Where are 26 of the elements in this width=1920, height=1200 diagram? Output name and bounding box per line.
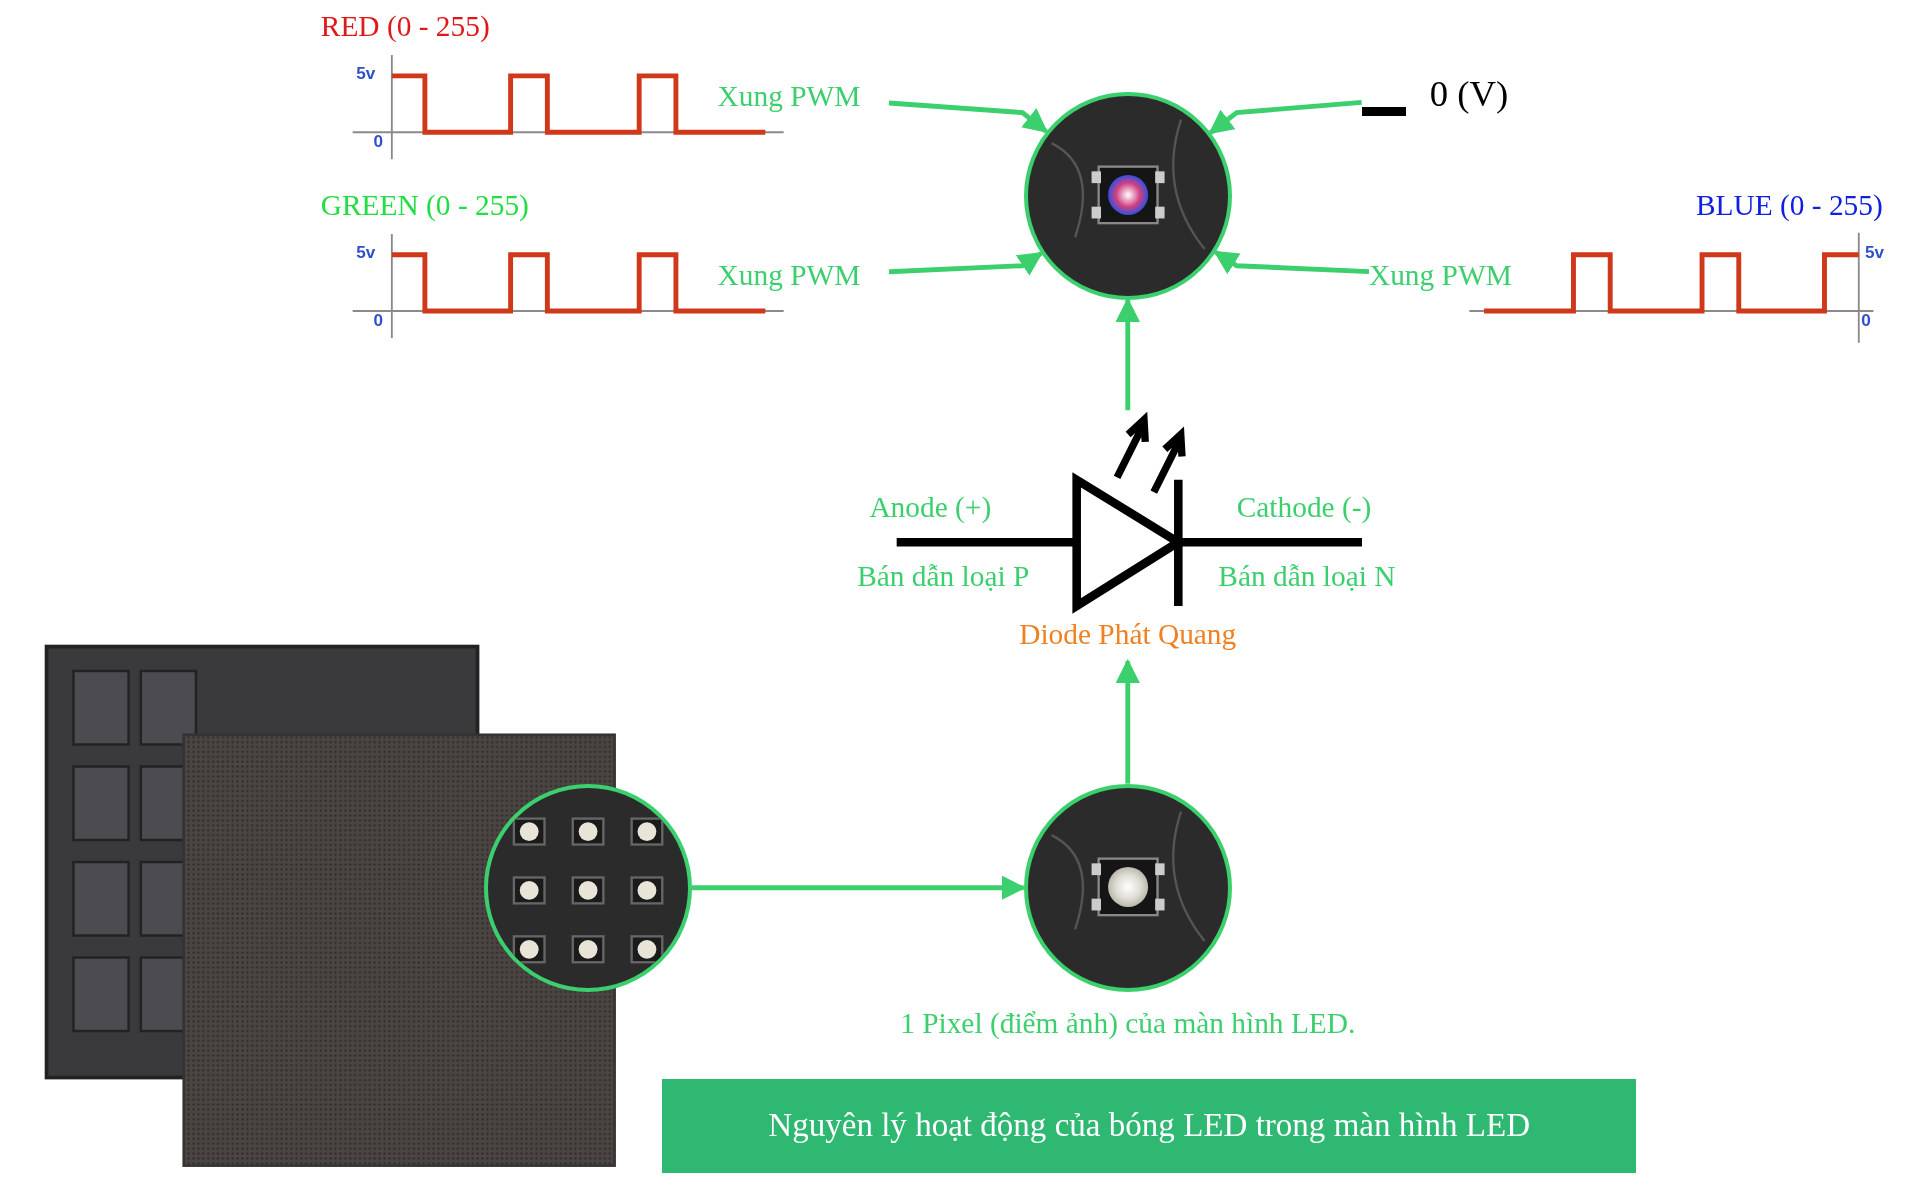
arrow: [1208, 99, 1362, 135]
axis-tick-label: 0: [1861, 312, 1871, 330]
text-label: Bán dẫn loại P: [857, 562, 1030, 592]
axis-tick-label: 5v: [1864, 243, 1884, 261]
signal-text: Xung PWM: [717, 254, 889, 297]
signal-text: Xung PWM: [717, 75, 889, 118]
text-label: RED (0 - 255): [320, 12, 490, 42]
axis-tick-label: 5v: [356, 243, 376, 261]
text-label: Bán dẫn loại N: [1218, 562, 1396, 592]
diode-caption: Diode Phát Quang: [1019, 619, 1237, 649]
voltage-label: 0 (V): [1429, 75, 1509, 113]
arrow: [888, 251, 1044, 276]
arrow: [1115, 658, 1140, 784]
axis-tick-label: 5v: [356, 64, 376, 83]
text-label: BLUE (0 - 255): [1695, 191, 1883, 221]
arrow: [1115, 297, 1140, 411]
text-label: GREEN (0 - 255): [320, 191, 529, 221]
signal-text: Xung PWM: [1368, 254, 1541, 297]
text-label: Cathode (-): [1236, 493, 1372, 523]
arrow: [888, 100, 1049, 134]
title-banner: Nguyên lý hoạt động của bóng LED trong màn hình LED: [662, 1078, 1636, 1174]
axis-tick-label: 0: [373, 312, 383, 330]
arrow: [1213, 250, 1370, 275]
text-label: Anode (+): [869, 493, 992, 523]
node-label: 1 Pixel (điểm ảnh) của màn hình LED.: [900, 1008, 1356, 1039]
axis-tick-label: 0: [373, 133, 383, 151]
